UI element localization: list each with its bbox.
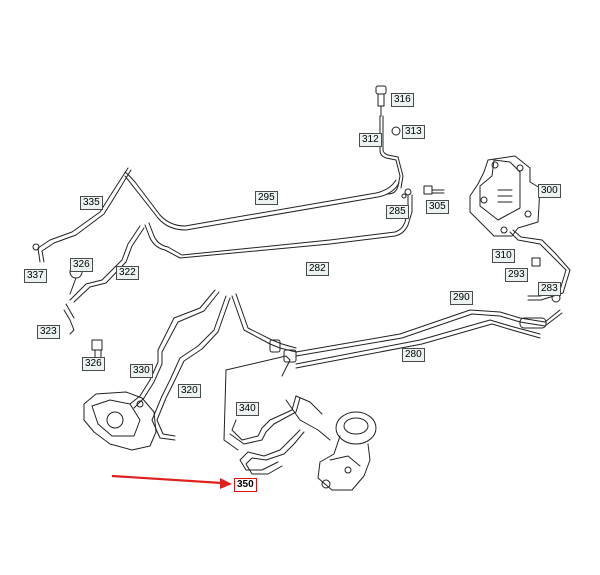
callout-316: 316 [391, 93, 414, 107]
callout-285: 285 [386, 205, 409, 219]
line-350-part [239, 395, 323, 475]
line-340-part [229, 395, 331, 445]
bolt-316-part [375, 85, 387, 117]
callout-283: 283 [538, 282, 561, 296]
line-312-part [379, 115, 404, 195]
box-340-part [223, 355, 291, 451]
line-330-part [129, 289, 220, 409]
callout-340: 340 [236, 402, 259, 416]
clip-323-part [63, 303, 75, 335]
line-320-part [151, 295, 231, 441]
bolt-326b-part [91, 339, 103, 359]
callout-326-upper: 326 [70, 258, 93, 272]
callout-323: 323 [37, 325, 60, 339]
callout-282: 282 [306, 262, 329, 276]
caliper-part [83, 391, 157, 451]
line-280-part [295, 317, 547, 369]
callout-313: 313 [402, 125, 425, 139]
callout-310: 310 [492, 249, 515, 263]
callout-295: 295 [255, 191, 278, 205]
callout-320: 320 [178, 384, 201, 398]
pointer-arrow [111, 474, 232, 489]
callout-337: 337 [24, 269, 47, 283]
callout-312: 312 [359, 133, 382, 147]
callout-350-highlighted: 350 [234, 478, 257, 492]
line-282-part [144, 188, 413, 259]
bolt-305-part [423, 185, 445, 195]
abs-unit-300-part [469, 155, 541, 237]
line-295-part [124, 171, 400, 231]
callout-300: 300 [538, 184, 561, 198]
master-cylinder-part [317, 411, 377, 491]
callout-280: 280 [402, 348, 425, 362]
callout-335: 335 [80, 196, 103, 210]
callout-326-lower: 326 [82, 357, 105, 371]
line-290-part [295, 309, 563, 357]
callout-290: 290 [450, 291, 473, 305]
callout-322: 322 [116, 266, 139, 280]
callout-330: 330 [130, 364, 153, 378]
callout-305: 305 [426, 200, 449, 214]
callout-293: 293 [505, 268, 528, 282]
line-335-part [32, 167, 132, 263]
